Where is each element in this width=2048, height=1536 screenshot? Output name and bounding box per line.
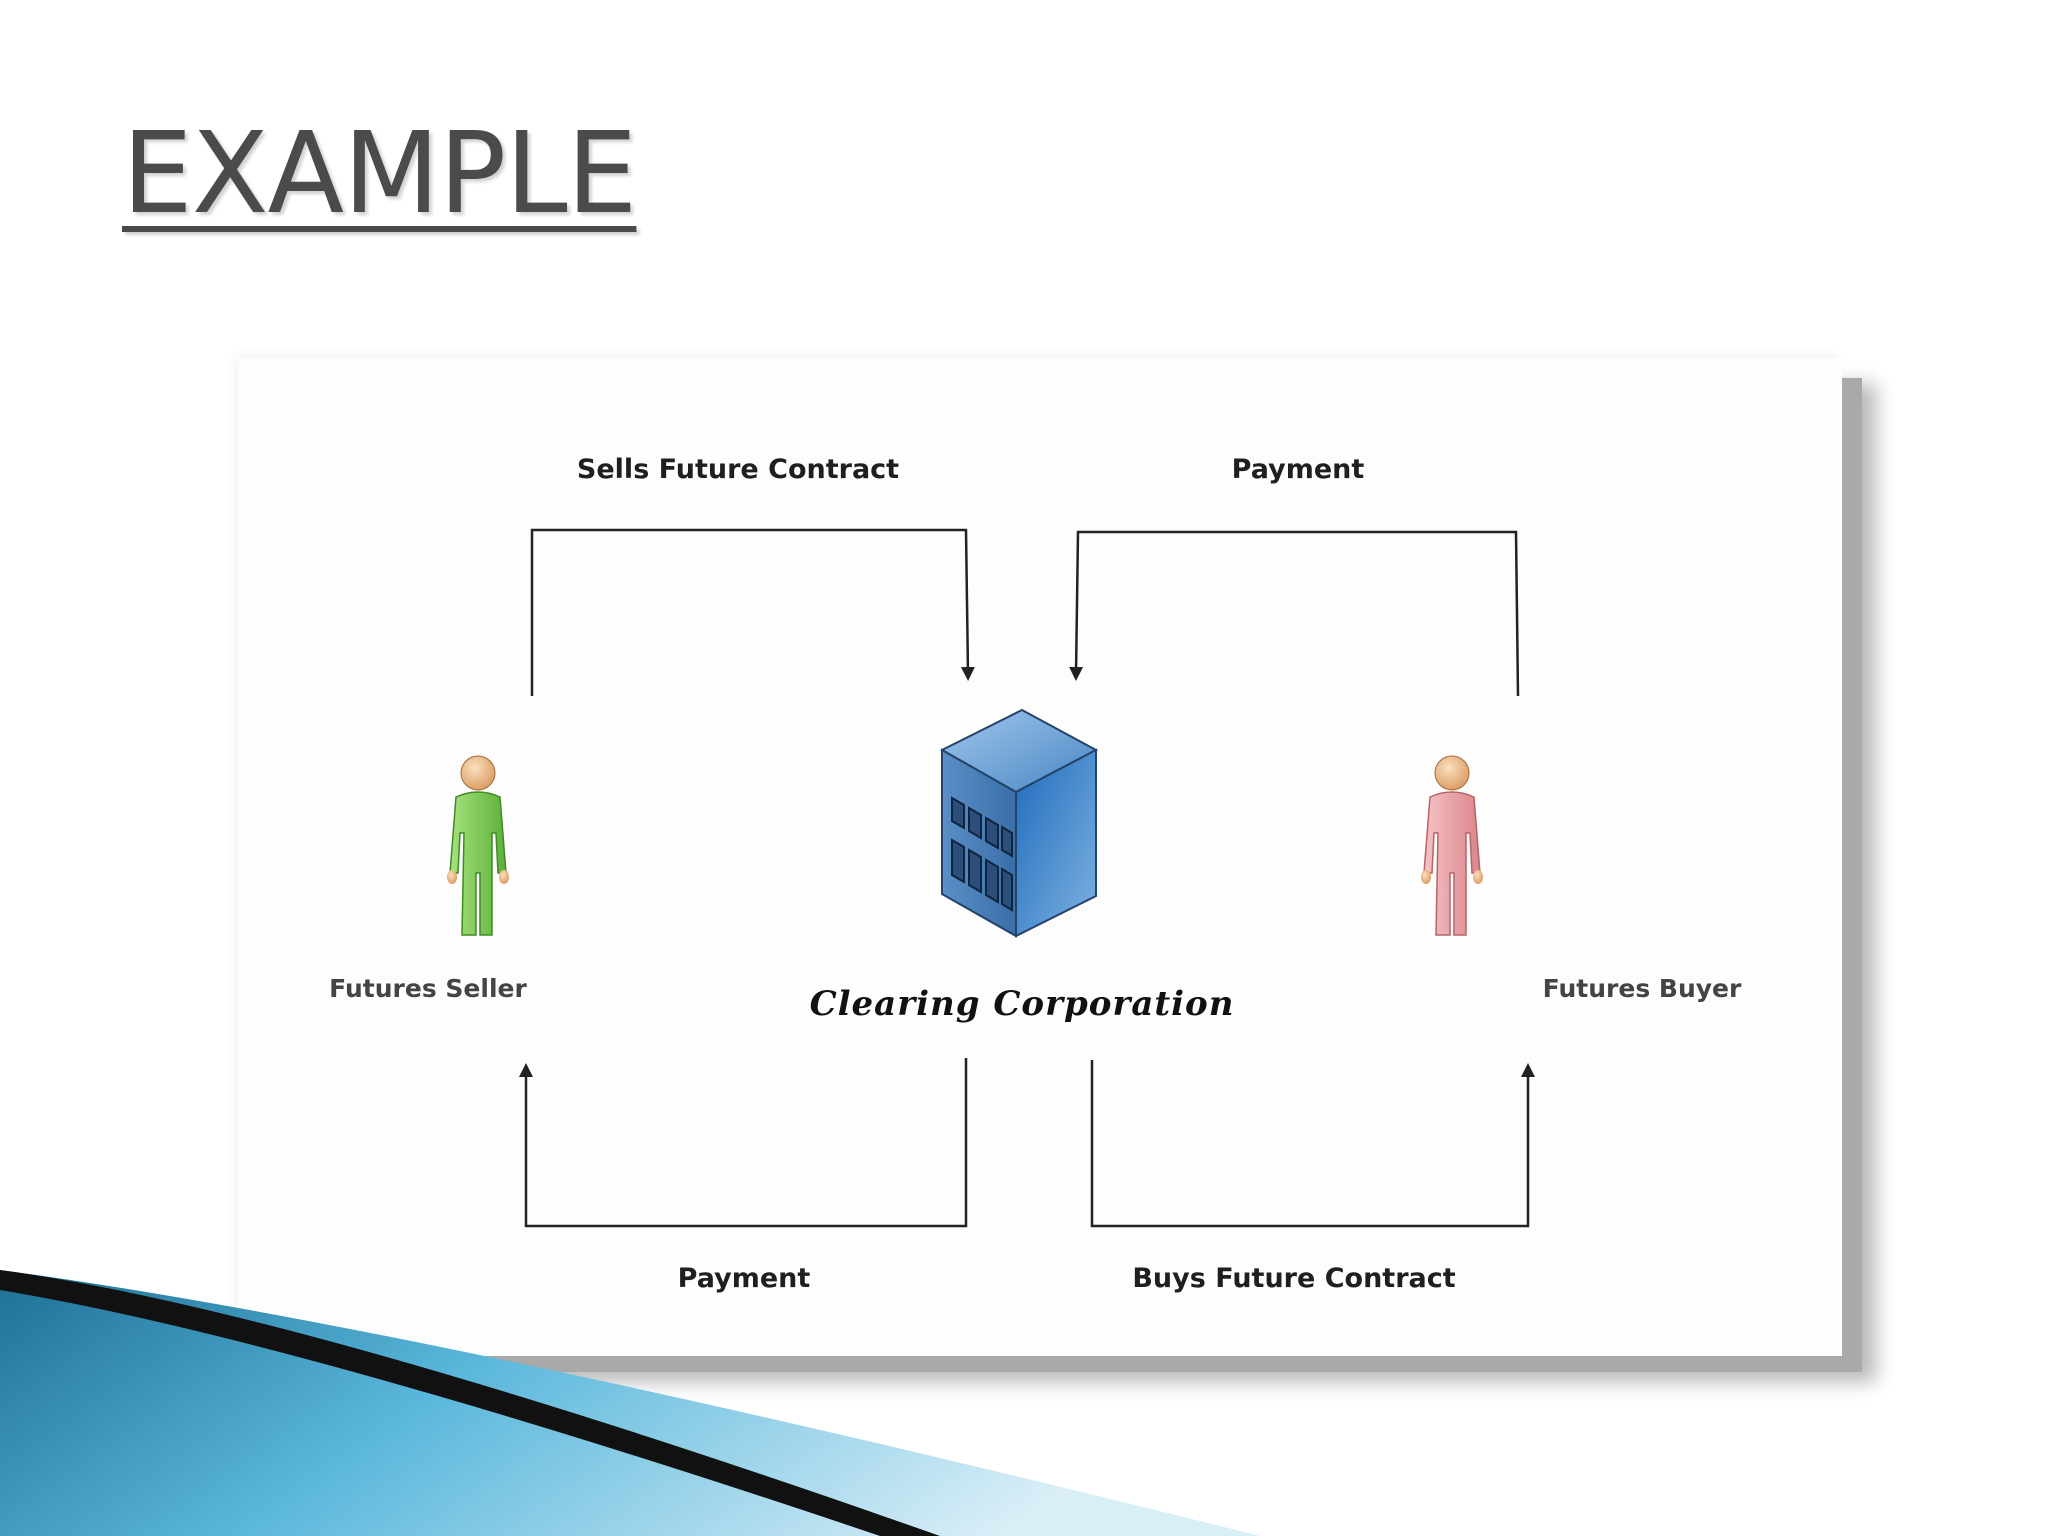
diagram-frame: Sells Future Contract Payment Payment Bu…: [238, 358, 1842, 1356]
edge-label-payment-to-seller: Payment: [677, 1263, 811, 1294]
node-label-seller: Futures Seller: [329, 974, 527, 1003]
edge-label-payment-from-buyer: Payment: [1231, 454, 1365, 485]
building-icon: [939, 708, 1099, 938]
edge-buys-contract-line: [1090, 1060, 1535, 1228]
person-icon: [447, 755, 509, 936]
person-icon: [1421, 755, 1483, 936]
edge-label-sells-contract: Sells Future Contract: [576, 454, 900, 485]
slide-corner-swoosh: [0, 1270, 1260, 1536]
edge-label-buys-contract: Buys Future Contract: [1132, 1263, 1456, 1294]
edge-payment-to-seller-line: [519, 1058, 968, 1228]
node-label-clearing: Clearing Corporation: [809, 984, 1235, 1024]
node-label-buyer: Futures Buyer: [1542, 974, 1742, 1003]
slide-title: EXAMPLE: [122, 109, 637, 239]
edge-payment-from-buyer-line: [1069, 530, 1520, 697]
edge-sells-contract-line: [530, 528, 975, 696]
diagram-canvas: [447, 528, 1535, 1228]
